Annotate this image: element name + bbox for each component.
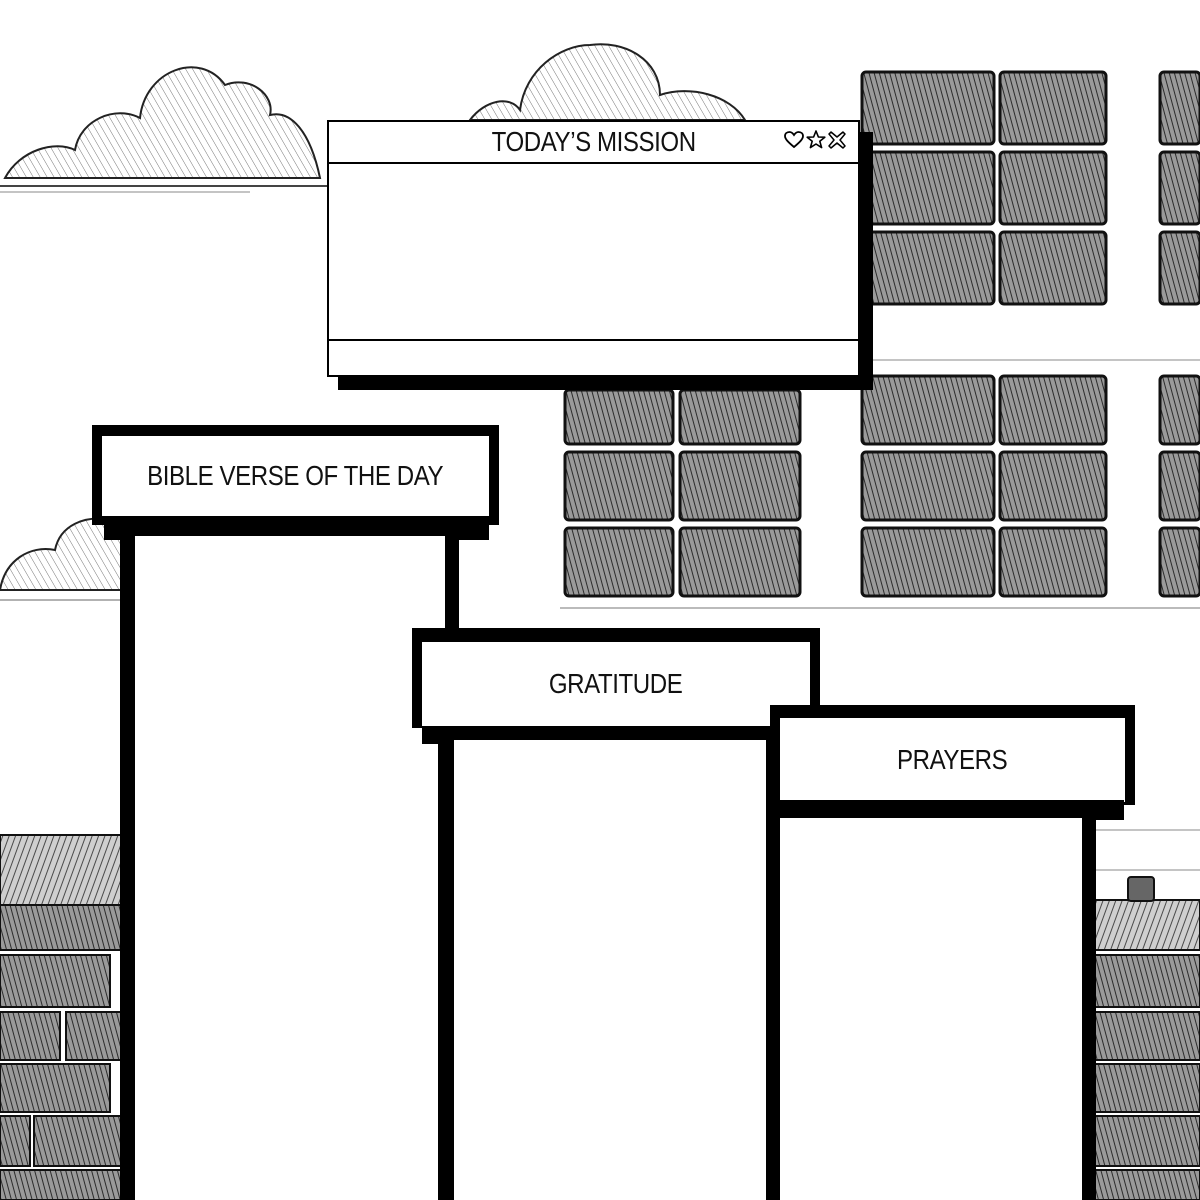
prayers-header: PRAYERS bbox=[780, 718, 1125, 802]
prayers-column-frame bbox=[770, 705, 1135, 1200]
gratitude-title: GRATITUDE bbox=[549, 668, 683, 699]
prayers-title: PRAYERS bbox=[897, 744, 1008, 775]
gratitude-column-frame bbox=[412, 628, 820, 1200]
bible-verse-title: BIBLE VERSE OF THE DAY bbox=[147, 460, 444, 491]
bible-verse-header: BIBLE VERSE OF THE DAY bbox=[102, 436, 489, 516]
cloud-middle bbox=[467, 43, 747, 121]
bible-verse-column-frame bbox=[92, 425, 499, 1200]
cloud-left bbox=[3, 66, 322, 179]
mission-window: TODAY’S MISSION bbox=[327, 120, 860, 377]
mission-footer-bar bbox=[329, 339, 858, 375]
mission-title: TODAY’S MISSION bbox=[491, 126, 696, 157]
stone-wall-lower-left bbox=[0, 834, 126, 1200]
heart-icon[interactable] bbox=[784, 130, 804, 149]
stone-wall-upper bbox=[563, 70, 1200, 598]
mission-content-area[interactable] bbox=[329, 164, 858, 339]
gratitude-header: GRATITUDE bbox=[422, 642, 810, 726]
close-icon[interactable] bbox=[828, 130, 846, 149]
prayers-entry-area[interactable] bbox=[780, 820, 1082, 1200]
star-icon[interactable] bbox=[806, 130, 826, 149]
gratitude-entry-area[interactable] bbox=[454, 744, 766, 1200]
mission-titlebar: TODAY’S MISSION bbox=[329, 122, 858, 164]
bible-verse-entry-area[interactable] bbox=[135, 540, 445, 1200]
stone-wall-lower-right bbox=[1091, 876, 1200, 1200]
window-controls bbox=[784, 130, 846, 149]
